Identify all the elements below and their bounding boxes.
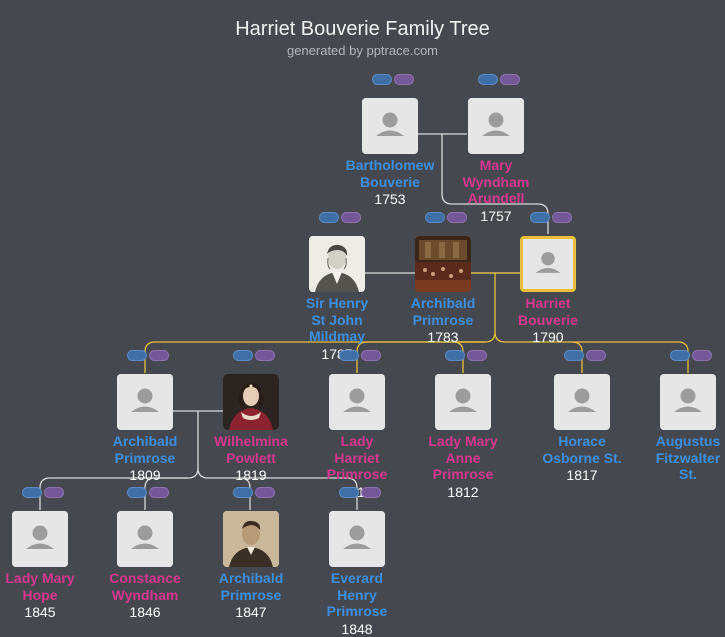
expand-spouses-button[interactable] (692, 350, 712, 361)
birth-year: 1817 (566, 467, 598, 483)
avatar-placeholder-icon[interactable] (329, 511, 385, 567)
avatar-placeholder-icon[interactable] (435, 374, 491, 430)
expand-spouses-button[interactable] (149, 487, 169, 498)
child-line-gen4 (39, 411, 199, 510)
expand-spouses-button[interactable] (361, 487, 381, 498)
avatar-placeholder-icon[interactable] (554, 374, 610, 430)
highlighted-connectors (144, 272, 689, 373)
person-photo[interactable] (415, 236, 471, 292)
birth-year: 1845 (24, 604, 56, 620)
birth-year: 1848 (341, 620, 373, 637)
expand-spouses-button[interactable] (467, 350, 487, 361)
birth-year: 1819 (235, 467, 267, 483)
avatar-placeholder-icon[interactable] (117, 511, 173, 567)
avatar-placeholder-icon[interactable] (12, 511, 68, 567)
expand-parents-button[interactable] (564, 350, 584, 361)
birth-year: 1847 (235, 604, 267, 620)
birth-year: 1783 (427, 329, 459, 345)
expand-parents-button[interactable] (233, 350, 253, 361)
expand-spouses-button[interactable] (500, 74, 520, 85)
avatar-placeholder-icon[interactable] (520, 236, 576, 292)
expand-spouses-button[interactable] (361, 350, 381, 361)
birth-year: 1790 (532, 329, 564, 345)
avatar-placeholder-icon[interactable] (117, 374, 173, 430)
expand-parents-button[interactable] (319, 212, 339, 223)
person-photo[interactable] (223, 511, 279, 567)
expand-parents-button[interactable] (478, 74, 498, 85)
expand-parents-button[interactable] (425, 212, 445, 223)
birth-year: 1753 (374, 191, 406, 207)
expand-parents-button[interactable] (339, 350, 359, 361)
person-photo[interactable] (309, 236, 365, 292)
expand-parents-button[interactable] (233, 487, 253, 498)
child-line-gen3 (144, 273, 496, 373)
birth-year: 1809 (129, 467, 161, 483)
expand-parents-button[interactable] (127, 487, 147, 498)
expand-parents-button[interactable] (339, 487, 359, 498)
birth-year: 1846 (129, 604, 161, 620)
expand-spouses-button[interactable] (394, 74, 414, 85)
birth-year: 1757 (480, 207, 512, 224)
expand-parents-button[interactable] (127, 350, 147, 361)
expand-parents-button[interactable] (22, 487, 42, 498)
expand-spouses-button[interactable] (552, 212, 572, 223)
expand-spouses-button[interactable] (341, 212, 361, 223)
avatar-placeholder-icon[interactable] (362, 98, 418, 154)
birth-year: 1812 (447, 483, 479, 500)
expand-parents-button[interactable] (372, 74, 392, 85)
avatar-placeholder-icon[interactable] (468, 98, 524, 154)
expand-spouses-button[interactable] (447, 212, 467, 223)
expand-spouses-button[interactable] (586, 350, 606, 361)
expand-spouses-button[interactable] (149, 350, 169, 361)
expand-parents-button[interactable] (670, 350, 690, 361)
avatar-placeholder-icon[interactable] (329, 374, 385, 430)
page-title: Harriet Bouverie Family Tree (235, 18, 490, 40)
expand-spouses-button[interactable] (44, 487, 64, 498)
page-subtitle: generated by pptrace.com (286, 43, 439, 58)
expand-spouses-button[interactable] (255, 350, 275, 361)
expand-spouses-button[interactable] (255, 487, 275, 498)
person-photo[interactable] (223, 374, 279, 430)
avatar-placeholder-icon[interactable] (660, 374, 716, 430)
expand-parents-button[interactable] (530, 212, 550, 223)
child-line-to-harriet (441, 134, 549, 234)
expand-parents-button[interactable] (445, 350, 465, 361)
